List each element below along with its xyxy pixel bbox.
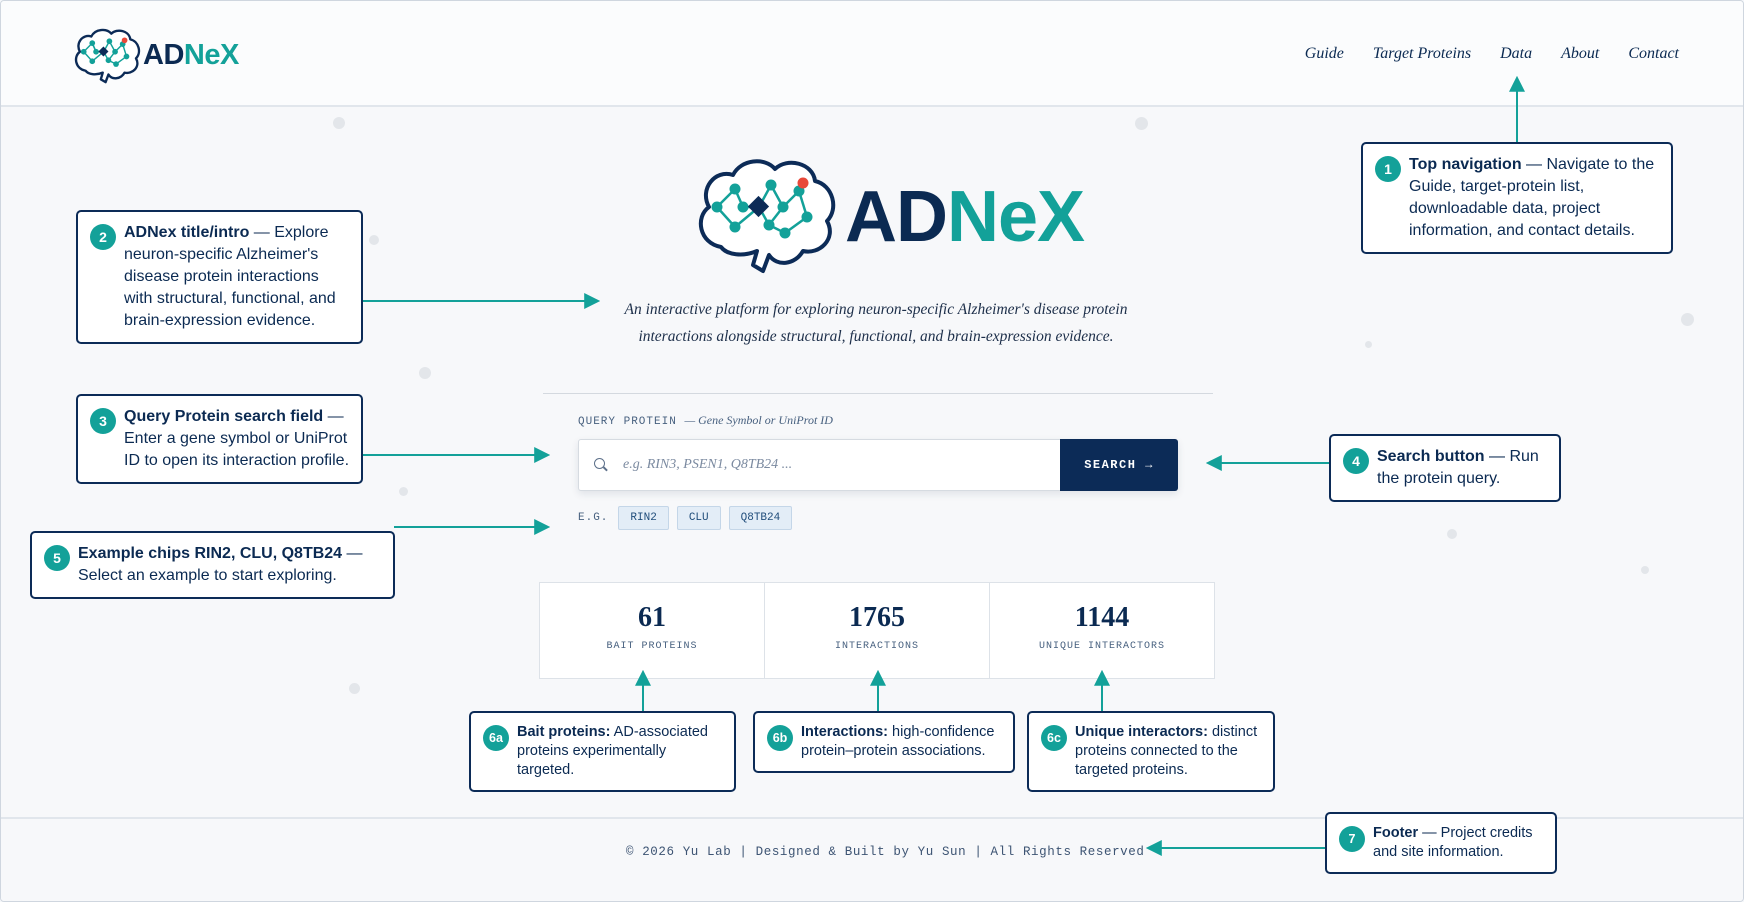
hero-title-ad: AD xyxy=(845,177,948,257)
brand-wordmark[interactable]: ADNeX xyxy=(143,39,239,72)
stat-value: 61 xyxy=(638,602,666,633)
nav-contact[interactable]: Contact xyxy=(1628,45,1679,62)
stat-label: UNIQUE INTERACTORS xyxy=(1038,641,1166,652)
callout-6a-bait-proteins: 6a Bait proteins: AD-associated proteins… xyxy=(469,711,736,792)
search-button[interactable]: SEARCH → xyxy=(1060,439,1178,491)
hero-brain-network-logo-icon xyxy=(699,159,836,273)
decor-dot xyxy=(1135,117,1148,130)
query-hint: — Gene Symbol or UniProt ID xyxy=(684,413,833,427)
callout-1-top-navigation: 1 Top navigation — Navigate to the Guide… xyxy=(1361,142,1673,254)
callout-badge: 2 xyxy=(90,224,116,250)
stat-value: 1144 xyxy=(1074,602,1130,633)
decor-dot xyxy=(1641,566,1649,574)
search-bar: SEARCH → xyxy=(578,439,1178,491)
stat-unique-interactors: 1144 UNIQUE INTERACTORS xyxy=(990,583,1214,678)
examples-label: E.G. xyxy=(578,512,609,524)
hero-intro: An interactive platform for exploring ne… xyxy=(561,296,1191,350)
callout-7-footer: 7 Footer — Project credits and site info… xyxy=(1325,812,1557,874)
decor-dot xyxy=(349,683,360,694)
divider xyxy=(543,393,1213,394)
callout-text: — Project credits and site information. xyxy=(1373,825,1533,860)
callout-badge: 3 xyxy=(90,408,116,434)
callout-title: Footer xyxy=(1373,825,1419,841)
callout-title: Bait proteins: xyxy=(517,724,611,740)
hero-title: ADNeX xyxy=(845,177,1085,257)
callout-text: — Run the protein query. xyxy=(1377,448,1539,487)
callout-text: — Navigate to the Guide, target-protein … xyxy=(1409,156,1655,239)
brain-network-logo-icon[interactable] xyxy=(71,27,143,85)
decor-dot xyxy=(369,235,379,245)
callout-text: — Select an example to start exploring. xyxy=(78,545,363,584)
callout-3-search-field: 3 Query Protein search field — Enter a g… xyxy=(76,394,363,484)
example-chip-q8tb24[interactable]: Q8TB24 xyxy=(728,506,793,530)
callout-text: — Explore neuron-specific Alzheimer's di… xyxy=(124,224,336,329)
callout-2-title-intro: 2 ADNex title/intro — Explore neuron-spe… xyxy=(76,210,363,344)
callout-text: distinct proteins connected to the targe… xyxy=(1075,724,1258,778)
stat-label: INTERACTIONS xyxy=(834,641,919,652)
brand-nex-text: NeX xyxy=(183,39,239,71)
hero-intro-line-1: An interactive platform for exploring ne… xyxy=(624,301,1128,318)
example-chips: E.G. RIN2 CLU Q8TB24 xyxy=(578,506,793,530)
nav-guide[interactable]: Guide xyxy=(1304,45,1344,62)
stat-label: BAIT PROTEINS xyxy=(606,641,698,652)
stat-interactions: 1765 INTERACTIONS xyxy=(765,583,990,678)
top-navigation: Guide Target Proteins Data About Contact xyxy=(1305,45,1679,63)
hero-intro-line-2: interactions alongside structural, funct… xyxy=(638,328,1114,345)
callout-text: high-confidence protein–protein associat… xyxy=(801,724,995,759)
callout-badge: 6a xyxy=(483,725,509,751)
query-label-text: QUERY PROTEIN xyxy=(578,416,677,428)
nav-target-proteins[interactable]: Target Proteins xyxy=(1372,45,1472,62)
decor-dot xyxy=(1681,313,1694,326)
callout-title: Query Protein search field xyxy=(124,408,324,425)
callout-5-example-chips: 5 Example chips RIN2, CLU, Q8TB24 — Sele… xyxy=(30,531,395,599)
callout-6c-unique-interactors: 6c Unique interactors: distinct proteins… xyxy=(1027,711,1275,792)
decor-dot xyxy=(333,117,345,129)
brand-ad-text: AD xyxy=(143,39,184,71)
callout-text: — Enter a gene symbol or UniProt ID to o… xyxy=(124,408,350,469)
callout-badge: 6b xyxy=(767,725,793,751)
example-chip-clu[interactable]: CLU xyxy=(676,506,721,530)
stat-bait-proteins: 61 BAIT PROTEINS xyxy=(540,583,765,678)
site-header: ADNeX Guide Target Proteins Data About C… xyxy=(1,1,1743,107)
callout-badge: 5 xyxy=(44,545,70,571)
nav-about[interactable]: About xyxy=(1561,45,1600,62)
search-icon xyxy=(579,440,623,490)
callout-6b-interactions: 6b Interactions: high-confidence protein… xyxy=(753,711,1015,773)
callout-title: ADNex title/intro xyxy=(124,224,250,241)
decor-dot xyxy=(1447,529,1457,539)
decor-dot xyxy=(419,367,431,379)
callout-title: Example chips RIN2, CLU, Q8TB24 xyxy=(78,545,343,562)
callout-badge: 6c xyxy=(1041,725,1067,751)
callout-title: Interactions: xyxy=(801,724,889,740)
callout-badge: 7 xyxy=(1339,826,1365,852)
callout-badge: 4 xyxy=(1343,448,1369,474)
hero-title-nex: NeX xyxy=(947,177,1085,257)
example-chip-rin2[interactable]: RIN2 xyxy=(618,506,669,530)
stats-panel: 61 BAIT PROTEINS 1765 INTERACTIONS 1144 … xyxy=(539,582,1215,679)
callout-badge: 1 xyxy=(1375,156,1401,182)
query-label: QUERY PROTEIN — Gene Symbol or UniProt I… xyxy=(578,413,833,428)
callout-title: Search button xyxy=(1377,448,1485,465)
callout-4-search-button: 4 Search button — Run the protein query. xyxy=(1329,434,1561,502)
search-input[interactable] xyxy=(623,440,1060,490)
decor-dot xyxy=(399,487,408,496)
decor-dot xyxy=(1365,341,1372,348)
callout-title: Top navigation xyxy=(1409,156,1522,173)
callout-text: AD-associated proteins experimentally ta… xyxy=(517,724,708,778)
footer-credits: © 2026 Yu Lab | Designed & Built by Yu S… xyxy=(626,845,1145,859)
callout-title: Unique interactors: xyxy=(1075,724,1208,740)
stat-value: 1765 xyxy=(849,602,905,633)
nav-data[interactable]: Data xyxy=(1500,45,1533,62)
